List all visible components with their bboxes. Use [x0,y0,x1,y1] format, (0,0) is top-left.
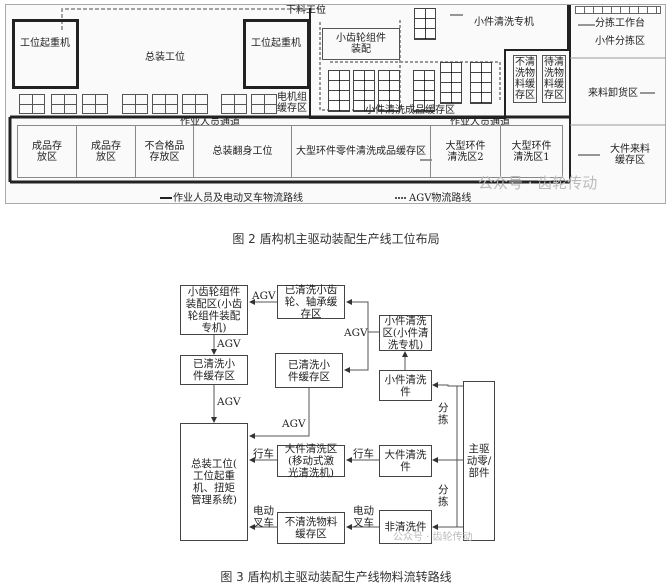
walkway-label-right: 作业人员通道 [450,117,510,128]
rack [414,8,436,40]
rack [470,62,492,104]
reject-storage: 不合格品 存放区 [136,126,194,177]
motor-buffer-label: 电机组 缓存区 [277,92,307,114]
window [221,94,247,114]
crane-left-label: 工位起重机 [20,38,70,49]
walkway-label-left: 作业人员通道 [180,117,240,128]
small-sort-area-label: 小件分拣区 [595,36,645,47]
crane-right-label: 工位起重机 [251,38,301,49]
figure3-caption: 图 3 盾构机主驱动装配生产线物料流转路线 [220,570,452,584]
large-wash-area-box: 大件清洗区 (移动式激 光清洗机) [277,443,345,479]
edge-label-sort: 分 拣 [438,484,449,508]
window [82,94,108,114]
edge-label-forklift: 电动 叉车 [253,505,274,529]
rack [328,70,350,112]
no-wash-buffer-box: 不清洗物料 缓存区 [277,512,345,544]
assembly-station-box: 总装工位( 工位起重 机、扭矩 管理系统) [180,423,248,541]
edge-label-sort: 分 拣 [438,402,449,426]
unloading-area-label: 来料卸货区 [588,88,638,99]
edge-label-crane: 行车 [353,448,374,460]
window [122,94,148,114]
washed-small-buffer-left-box: 已清洗小 件缓存区 [180,355,248,385]
assembly-station-label: 总装工位 [145,52,185,63]
figure2-caption: 图 2 盾构机主驱动装配生产线工位布局 [232,232,440,246]
crane-left [12,19,79,89]
window [51,94,77,114]
flip-station: 总装翻身工位 [194,126,292,177]
window [251,94,277,114]
watermark: 公众号 · 齿轮传动 [478,174,598,192]
ring-wash-area-1: 大型环件 清洗区1 [511,140,552,163]
ring-wash-area-2: 大型环件 清洗区2 [431,126,501,177]
no-wash-buffer: 不清 洗物 料缓 存区 [513,55,537,103]
edge-label-crane: 行车 [253,448,274,460]
unload-station-label: 下料工位 [286,5,326,16]
no-wash-part-box: 非清洗件 [379,510,432,544]
rack [413,70,435,112]
rack [440,62,462,104]
crane-right [243,19,310,89]
edge-label-agv: AGV [282,418,306,430]
edge-label-agv: AGV [217,396,241,408]
window [182,94,208,114]
rack [353,70,375,112]
large-wash-part-box: 大件清洗件 [379,445,432,477]
cell-row: 成品存 放区 成品存 放区 不合格品 存放区 总装翻身工位 大型环件零件清洗成品… [17,125,563,178]
to-wash-buffer: 待清 洗物 料缓 存区 [542,55,566,103]
legend-solid-label: 作业人员及电动叉车物流路线 [173,193,303,204]
window [152,94,178,114]
watermark: 公众号 · 齿轮传动 [393,532,473,543]
pinion-assembly-box: 小齿轮组件 装配区(小齿 轮组件装配 专机) [180,285,248,335]
small-wash-part-box: 小件清洗件 [379,370,432,401]
washed-small-buffer-mid-box: 已清洗小 件缓存区 [275,353,343,388]
ring-wash-done-buffer: 大型环件零件清洗成品缓存区 [292,126,431,177]
edge-label-agv: AGV [252,290,276,302]
window [19,94,45,114]
small-wash-machine-label: 小件清洗专机 [474,17,534,28]
sort-table-label: 分拣工作台 [595,18,645,29]
main-parts-box: 主驱 动零/ 部件 [463,381,495,541]
sort-table-icon [575,6,661,14]
small-wash-area-box: 小件清洗 区(小件清 洗专机) [379,315,432,351]
legend-dotted-label: AGV物流路线 [409,193,472,204]
small-wash-done-buffer-label: 小件清洗成品缓存区 [365,105,455,116]
edge-label-forklift: 电动 叉车 [353,505,374,529]
large-incoming-buffer-label: 大件来料 缓存区 [610,144,650,166]
washed-pinion-buffer-box: 已清洗小齿 轮、轴承缓 存区 [277,284,345,320]
finished-storage-1: 成品存 放区 [18,126,77,177]
rack [378,70,400,112]
pinion-assembly-area: 小齿轮组件 装配 [322,28,400,60]
edge-label-agv: AGV [217,338,241,350]
finished-storage-2: 成品存 放区 [77,126,136,177]
edge-label-agv: AGV [344,327,368,339]
